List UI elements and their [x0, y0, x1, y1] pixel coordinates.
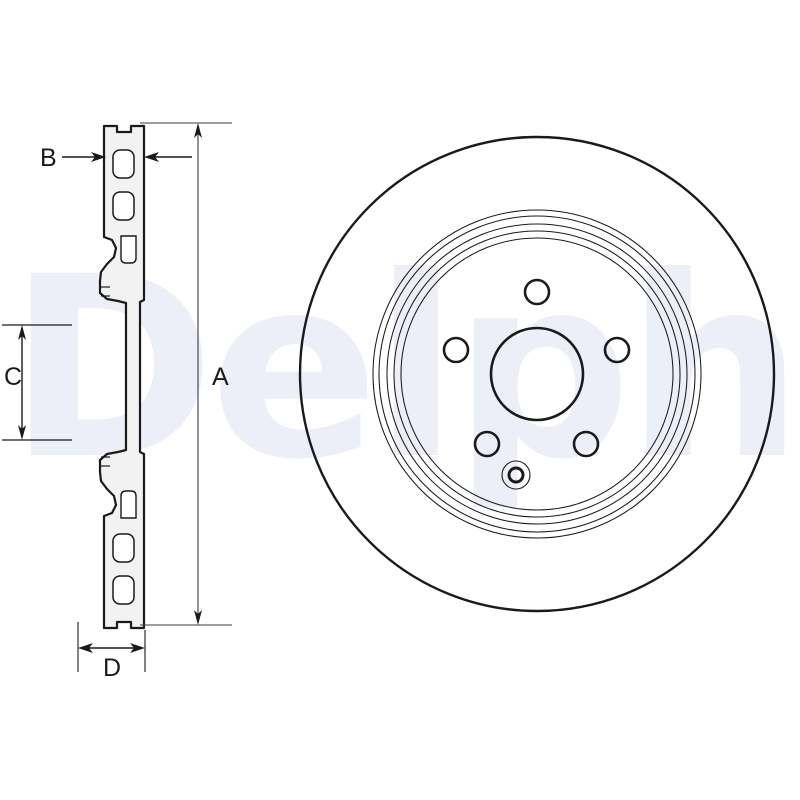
dimension-a-label: A: [212, 363, 229, 391]
dimension-d-arrow-left: [78, 643, 93, 653]
dimension-a-arrow-bottom: [194, 610, 202, 625]
hub-ring: [378, 215, 696, 533]
locating-pin-bore: [507, 466, 525, 484]
locating-pin-hole: [501, 460, 531, 490]
hub-ring: [400, 237, 674, 511]
dimension-b-arrow-right: [144, 152, 159, 162]
bolt-hole: [442, 336, 470, 364]
vent-slots-upper: [112, 149, 135, 221]
center-bore: [489, 326, 585, 422]
dimension-b-arrow-left: [91, 152, 106, 162]
hub-concentric-rings: [372, 209, 702, 539]
dimension-d-arrow-right: [130, 643, 145, 653]
locating-pin-outer-ring: [501, 460, 531, 490]
dimension-c-label: C: [4, 363, 22, 391]
disc-outer-circle: [298, 135, 776, 613]
dimension-d: D: [77, 622, 146, 682]
vent-slot: [112, 191, 135, 221]
vent-slot: [112, 149, 135, 179]
vent-slot: [112, 575, 135, 605]
hub-step-marks: [101, 286, 110, 467]
dimension-a: A: [140, 122, 232, 626]
bolt-hole: [603, 336, 631, 364]
transition-slot-openings: [120, 235, 137, 519]
bolt-hole: [473, 430, 501, 458]
vent-slot: [112, 533, 135, 563]
front-face-view: [298, 135, 776, 613]
dimension-d-label: D: [103, 654, 121, 682]
hub-ring: [386, 223, 688, 525]
dimension-c-arrow-top: [18, 325, 26, 340]
dimension-c: C: [2, 324, 72, 441]
bolt-hole: [572, 430, 600, 458]
dimension-b-label: B: [40, 144, 57, 172]
dimension-c-arrow-bottom: [18, 425, 26, 440]
hub-ring: [393, 230, 681, 518]
bolt-hole: [523, 278, 551, 306]
side-profile-view: [98, 124, 146, 630]
vent-slots-lower: [112, 533, 135, 605]
hub-ring: [372, 209, 702, 539]
dimension-a-arrow-top: [194, 123, 202, 138]
bolt-holes: [442, 278, 631, 458]
dimension-b: B: [40, 144, 192, 172]
